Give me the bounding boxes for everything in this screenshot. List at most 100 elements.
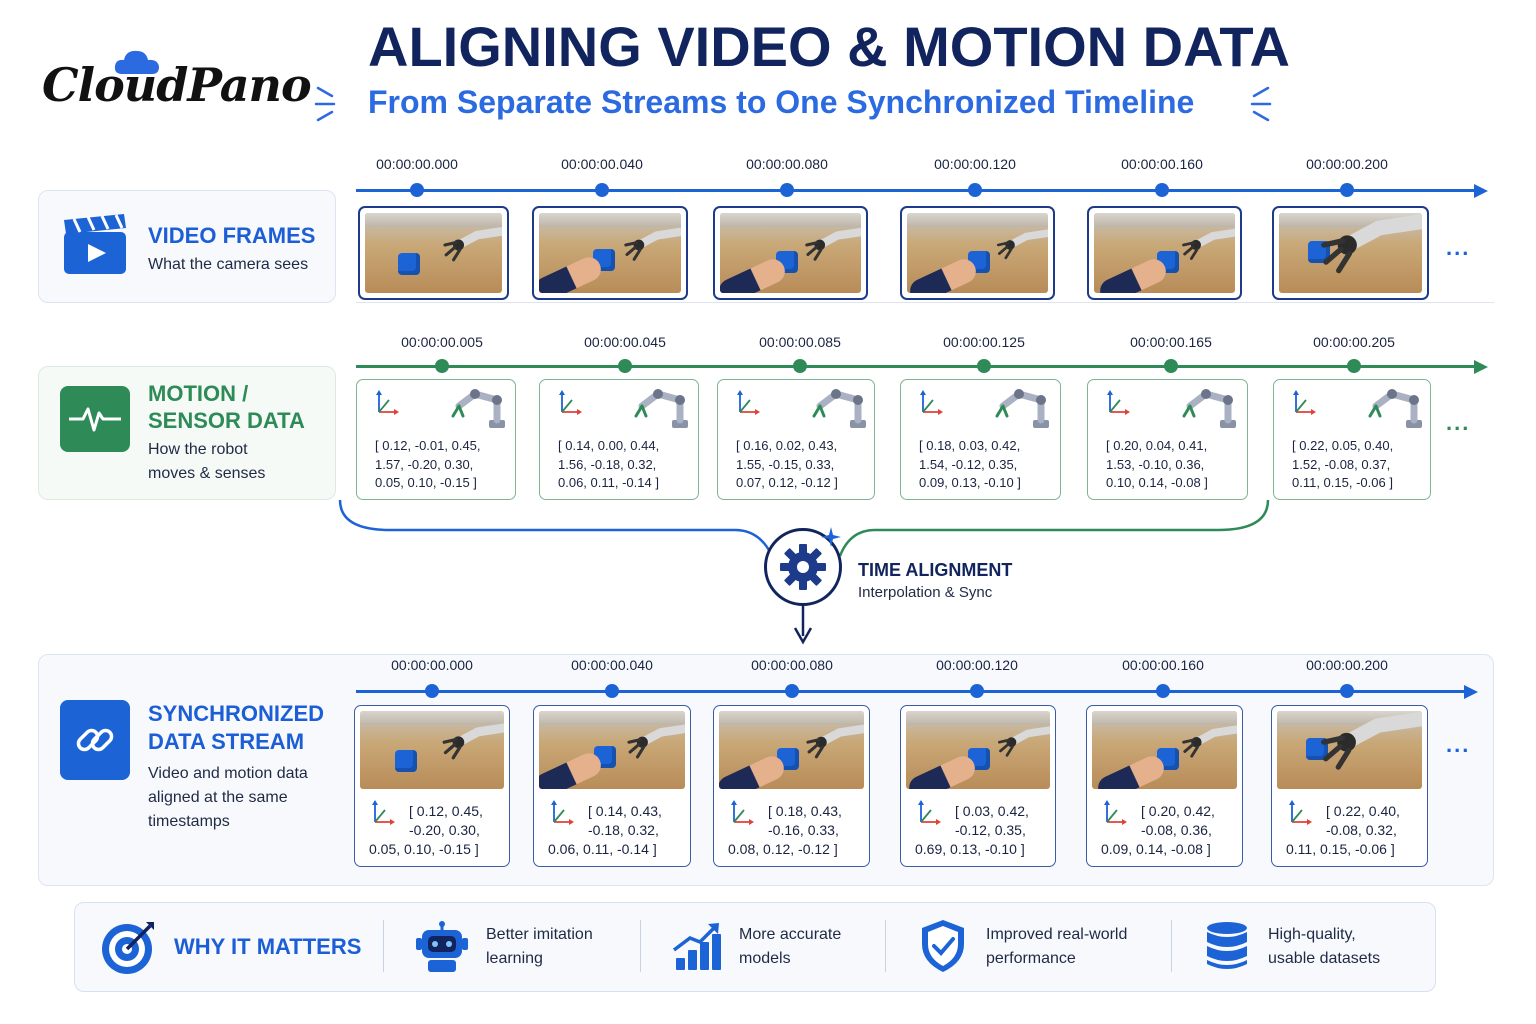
merge-connector bbox=[338, 499, 1270, 645]
video-timestamp: 00:00:00.080 bbox=[746, 156, 828, 172]
motion-sample-card[interactable]: [ 0.16, 0.02, 0.43,1.55, -0.15, 0.33,0.0… bbox=[717, 379, 875, 500]
motion-values-line: [ 0.18, 0.03, 0.42, bbox=[919, 438, 1021, 453]
motion-sample-card[interactable]: [ 0.20, 0.04, 0.41,1.53, -0.10, 0.36,0.1… bbox=[1087, 379, 1248, 500]
robot-arm-icon bbox=[802, 386, 872, 435]
synced-video-frame bbox=[1092, 711, 1237, 789]
synced-sample-card[interactable]: [ 0.22, 0.40,-0.08, 0.32,0.11, 0.15, -0.… bbox=[1271, 705, 1428, 867]
sync-timestamp: 00:00:00.040 bbox=[571, 657, 653, 673]
synced-video-frame bbox=[1277, 711, 1422, 789]
motion-values-line: 1.54, -0.12, 0.35, bbox=[919, 456, 1018, 472]
motion-timestamp: 00:00:00.045 bbox=[584, 334, 666, 350]
robot-arm bbox=[1182, 725, 1237, 758]
motion-sample-card[interactable]: [ 0.12, -0.01, 0.45,1.57, -0.20, 0.30,0.… bbox=[356, 379, 516, 500]
motion-values-line: 0.11, 0.15, -0.06 ] bbox=[1292, 475, 1393, 490]
camera-frame-image bbox=[539, 213, 681, 293]
sparkle-icon bbox=[821, 527, 841, 547]
motion-values-line: 0.07, 0.12, -0.12 ] bbox=[736, 475, 838, 490]
scene-wall bbox=[360, 711, 504, 726]
synced-sample-card[interactable]: [ 0.20, 0.42,-0.08, 0.36,0.09, 0.14, -0.… bbox=[1086, 705, 1243, 867]
synced-sample-card[interactable]: [ 0.12, 0.45,-0.20, 0.30,0.05, 0.10, -0.… bbox=[354, 705, 510, 867]
motion-values-line: 0.06, 0.11, -0.14 ] bbox=[558, 475, 659, 490]
motion-values-line: 1.52, -0.08, 0.37, bbox=[1292, 456, 1391, 472]
video-frame[interactable] bbox=[900, 206, 1055, 300]
motion-sample-card[interactable]: [ 0.18, 0.03, 0.42, 1.54, -0.12, 0.35, 0.0… bbox=[900, 379, 1061, 500]
sync-timeline-dot bbox=[970, 684, 984, 698]
blue-cube bbox=[394, 750, 417, 772]
sync-row-desc-line2: aligned at the same bbox=[148, 789, 288, 806]
why-it-matters-heading: WHY IT MATTERS bbox=[174, 934, 362, 959]
axes-icon bbox=[1099, 798, 1129, 837]
robot-arm-icon bbox=[985, 386, 1055, 435]
synced-sample-card[interactable]: [ 0.03, 0.42,-0.12, 0.35,0.69, 0.13, -0.… bbox=[900, 705, 1056, 867]
video-frame[interactable] bbox=[358, 206, 509, 300]
sync-timeline-dot bbox=[605, 684, 619, 698]
scene-wall bbox=[1092, 711, 1237, 726]
motion-values-line: 0.09, 0.13, -0.10 ] bbox=[919, 475, 1021, 490]
robot-arm bbox=[1320, 214, 1422, 274]
synced-values-line: [ 0.03, 0.42, bbox=[955, 803, 1029, 819]
axes-icon bbox=[732, 388, 762, 427]
motion-values-line: [ 0.12, -0.01, 0.45, bbox=[375, 438, 481, 453]
motion-timeline-dot bbox=[977, 359, 991, 373]
motion-timeline-dot bbox=[435, 359, 449, 373]
benefits-separator bbox=[885, 920, 886, 972]
robot-arm-icon bbox=[624, 386, 694, 435]
motion-values-line: 1.53, -0.10, 0.36, bbox=[1106, 456, 1205, 472]
robot-arm bbox=[627, 724, 685, 759]
benefit-3-line1: Improved real-world bbox=[986, 926, 1128, 943]
axes-icon bbox=[726, 798, 756, 837]
human-hand bbox=[720, 255, 789, 293]
benefit-1-line2: learning bbox=[486, 950, 543, 967]
motion-timeline-arrow-icon bbox=[1474, 360, 1488, 374]
motion-values-line: [ 0.20, 0.04, 0.41, bbox=[1106, 438, 1208, 453]
motion-timeline-dot bbox=[618, 359, 632, 373]
camera-frame-image bbox=[360, 711, 504, 789]
sync-timestamp: 00:00:00.120 bbox=[936, 657, 1018, 673]
video-more: ... bbox=[1446, 235, 1471, 260]
axes-icon bbox=[1284, 798, 1314, 837]
synced-values-line: 0.08, 0.12, -0.12 ] bbox=[728, 841, 838, 857]
video-timestamp: 00:00:00.000 bbox=[376, 156, 458, 172]
right-accent-icon bbox=[1250, 86, 1272, 122]
motion-timeline-dot bbox=[793, 359, 807, 373]
motion-row-title-line1: MOTION / bbox=[148, 381, 249, 406]
human-hand bbox=[906, 751, 980, 789]
synced-sample-card[interactable]: [ 0.14, 0.43,-0.18, 0.32,0.06, 0.11, -0.… bbox=[533, 705, 691, 867]
camera-frame-image bbox=[1094, 213, 1235, 293]
scene-wall bbox=[907, 213, 1048, 228]
video-timeline bbox=[356, 189, 1476, 192]
motion-sample-card[interactable]: [ 0.22, 0.05, 0.40,1.52, -0.08, 0.37,0.1… bbox=[1273, 379, 1431, 500]
video-timeline-dot bbox=[595, 183, 609, 197]
motion-timeline bbox=[356, 365, 1476, 368]
synced-values-line: 0.05, 0.10, -0.15 ] bbox=[369, 841, 479, 857]
synced-values-line: -0.12, 0.35, bbox=[955, 822, 1026, 838]
synced-values-line: -0.16, 0.33, bbox=[768, 822, 839, 838]
target-icon bbox=[100, 918, 158, 981]
benefit-1-line1: Better imitation bbox=[486, 926, 593, 943]
video-timeline-dot bbox=[1155, 183, 1169, 197]
motion-sample-card[interactable]: [ 0.14, 0.00, 0.44,1.56, -0.18, 0.32,0.0… bbox=[539, 379, 699, 500]
synced-sample-card[interactable]: [ 0.18, 0.43,-0.16, 0.33,0.08, 0.12, -0.… bbox=[713, 705, 870, 867]
robot-icon bbox=[414, 920, 470, 979]
clapperboard-icon bbox=[62, 212, 128, 278]
video-frame[interactable] bbox=[532, 206, 688, 300]
camera-frame-image bbox=[907, 213, 1048, 293]
camera-frame-image bbox=[1092, 711, 1237, 789]
benefit-2-line1: More accurate bbox=[739, 926, 842, 943]
blue-cube bbox=[397, 253, 420, 275]
video-timeline-dot bbox=[780, 183, 794, 197]
synced-video-frame bbox=[906, 711, 1050, 789]
video-frame[interactable] bbox=[713, 206, 868, 300]
axes-icon bbox=[1102, 388, 1132, 427]
sync-timestamp: 00:00:00.080 bbox=[751, 657, 833, 673]
sync-row-title-line1: SYNCHRONIZED bbox=[148, 701, 325, 726]
video-frame[interactable] bbox=[1087, 206, 1242, 300]
human-hand bbox=[907, 255, 981, 293]
benefits-separator bbox=[383, 920, 384, 972]
motion-row-title-line2: SENSOR DATA bbox=[148, 408, 305, 433]
camera-frame-image bbox=[539, 711, 685, 789]
video-frame[interactable] bbox=[1272, 206, 1429, 300]
motion-values-line: [ 0.16, 0.02, 0.43, bbox=[736, 438, 838, 453]
robot-arm bbox=[443, 227, 502, 262]
synced-video-frame bbox=[539, 711, 685, 789]
